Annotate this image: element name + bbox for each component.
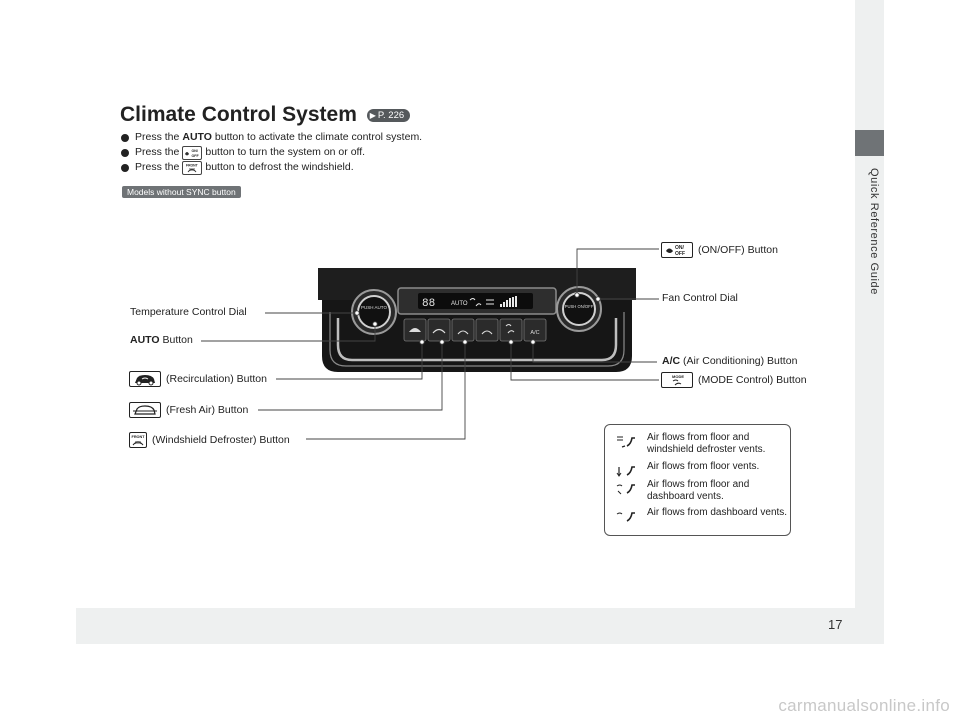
svg-text:OFF: OFF: [192, 154, 200, 158]
instruction-text: Press the: [135, 146, 180, 158]
auto-rest-text: Button: [162, 334, 193, 346]
floor-defrost-airflow-icon: [617, 436, 635, 448]
mode-button-label: MODE (MODE Control) Button: [661, 372, 807, 388]
svg-text:OFF: OFF: [675, 251, 685, 257]
legend-text: Air flows from floor and dashboard vents…: [647, 479, 750, 502]
instruction-text: Press the: [135, 161, 180, 173]
front-defroster-icon: FRONT: [129, 432, 147, 448]
ac-rest-text: (Air Conditioning) Button: [683, 355, 798, 367]
footer-band: [76, 608, 884, 644]
instruction-item: Press the AUTO button to activate the cl…: [121, 130, 422, 145]
recirculation-button-label: (Recirculation) Button: [129, 371, 267, 387]
front-defroster-icon: FRONT: [182, 160, 203, 175]
instruction-item: Press the ON/OFF button to turn the syst…: [121, 145, 422, 160]
bullet-icon: [121, 163, 129, 172]
defroster-button-label: FRONT (Windshield Defroster) Button: [129, 432, 290, 448]
recirculation-text: (Recirculation) Button: [166, 372, 267, 385]
svg-text:FRONT: FRONT: [186, 163, 199, 167]
fresh-air-text: (Fresh Air) Button: [166, 403, 249, 416]
instruction-bold: AUTO: [182, 131, 212, 143]
watermark: carmanualsonline.info: [778, 696, 950, 715]
instruction-item: Press the FRONT button to defrost the wi…: [121, 160, 422, 175]
recirculation-icon: [129, 371, 161, 387]
floor-dash-airflow-icon: [616, 484, 635, 495]
svg-text:ON/: ON/: [192, 149, 198, 153]
bullet-icon: [121, 148, 129, 157]
svg-text:FRONT: FRONT: [132, 435, 146, 439]
svg-text:ON/: ON/: [675, 245, 685, 251]
airflow-legend: Air flows from floor and windshield defr…: [604, 424, 791, 536]
legend-text: Air flows from floor vents.: [647, 461, 760, 472]
svg-text:88: 88: [422, 298, 435, 310]
on-off-icon: ON/OFF: [661, 242, 693, 258]
mode-icon: MODE: [661, 372, 693, 388]
svg-text:A/C: A/C: [530, 330, 539, 336]
fresh-air-icon: [129, 402, 161, 418]
legend-text: Air flows from floor and windshield defr…: [647, 432, 766, 455]
svg-text:PUSH AUTO: PUSH AUTO: [361, 305, 387, 310]
page-reference-link[interactable]: ▶P. 226: [366, 109, 411, 122]
svg-text:AUTO: AUTO: [451, 301, 468, 307]
instruction-text: button to turn the system on or off.: [205, 146, 366, 158]
floor-airflow-icon: [616, 466, 635, 477]
reference-arrow-icon: ▶: [369, 111, 376, 120]
instruction-text: button to defrost the windshield.: [205, 161, 354, 173]
side-strip: [855, 0, 884, 608]
on-off-text: (ON/OFF) Button: [698, 243, 778, 256]
svg-text:PUSH ON/OFF: PUSH ON/OFF: [565, 304, 594, 309]
fan-dial-label: Fan Control Dial: [662, 292, 738, 304]
dash-airflow-icon: [616, 512, 635, 522]
side-label: Quick Reference Guide: [868, 168, 880, 295]
page-number: 17: [828, 617, 843, 632]
models-badge: Models without SYNC button: [122, 186, 241, 198]
instruction-list: Press the AUTO button to activate the cl…: [121, 130, 422, 175]
section-tab: [855, 130, 884, 156]
on-off-button-label: ON/OFF (ON/OFF) Button: [661, 242, 778, 258]
auto-button-label: AUTO Button: [130, 334, 193, 346]
ac-bold-text: A/C: [662, 355, 681, 367]
page-title: Climate Control System ▶P. 226: [120, 103, 411, 127]
legend-text: Air flows from dashboard vents.: [647, 507, 788, 518]
auto-bold-text: AUTO: [130, 334, 160, 346]
on-off-icon: ON/OFF: [182, 145, 203, 160]
mode-text: (MODE Control) Button: [698, 373, 807, 386]
defroster-text: (Windshield Defroster) Button: [152, 433, 290, 446]
instruction-text: Press the: [135, 131, 180, 143]
svg-text:MODE: MODE: [672, 374, 684, 379]
instruction-text: button to activate the climate control s…: [214, 131, 423, 143]
fresh-air-button-label: (Fresh Air) Button: [129, 402, 248, 418]
page-title-text: Climate Control System: [120, 103, 357, 126]
bullet-icon: [121, 133, 129, 142]
temperature-dial-label: Temperature Control Dial: [130, 306, 247, 318]
ac-button-label: A/C (Air Conditioning) Button: [662, 355, 797, 367]
page-reference-text: P. 226: [377, 110, 405, 121]
